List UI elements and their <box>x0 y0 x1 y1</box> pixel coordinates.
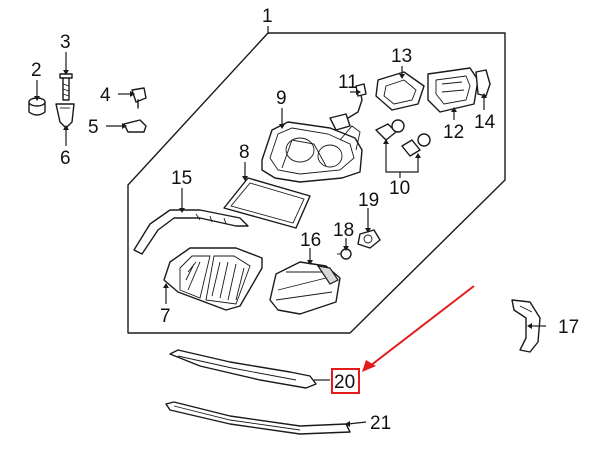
bolt-part-3 <box>59 73 73 101</box>
callout-13: 13 <box>391 46 412 67</box>
headlamp-housing-part <box>261 121 363 183</box>
callout-15: 15 <box>171 168 192 189</box>
leader-lines <box>36 26 546 425</box>
callout-8: 8 <box>239 142 250 163</box>
trim-strip-part <box>133 209 249 255</box>
callout-10: 10 <box>389 178 410 199</box>
cover-cap-part <box>375 71 425 111</box>
callout-18: 18 <box>333 220 354 241</box>
bulbs-part-10 <box>375 119 431 157</box>
callout-21: 21 <box>370 413 391 434</box>
rear-cover-part <box>427 67 479 113</box>
callout-9: 9 <box>276 88 287 109</box>
callout-17: 17 <box>558 317 579 338</box>
screw-part-4 <box>131 87 147 109</box>
callout-6: 6 <box>60 148 71 169</box>
callout-20: 20 <box>334 372 355 393</box>
callout-4: 4 <box>100 85 111 106</box>
callout-2: 2 <box>31 60 42 81</box>
highlight-callout-20: 20 <box>331 285 475 394</box>
socket-part-19 <box>357 229 381 249</box>
cap-part-2 <box>28 97 46 116</box>
headlamp-lens-part <box>163 247 263 311</box>
bracket-part-14 <box>475 69 491 97</box>
lens-gasket-part <box>223 177 311 229</box>
callout-7: 7 <box>160 306 171 327</box>
side-marker-part <box>269 261 341 315</box>
callout-5: 5 <box>88 117 99 138</box>
callout-14: 14 <box>474 112 496 133</box>
callout-19: 19 <box>358 190 379 211</box>
assembly-outline <box>127 32 506 334</box>
callout-11: 11 <box>338 72 358 93</box>
bulb-part-18 <box>337 248 352 260</box>
bracket-part-17 <box>511 299 541 353</box>
callout-16: 16 <box>300 230 321 251</box>
callout-12: 12 <box>443 122 464 143</box>
clip-nut-part-6 <box>55 103 75 129</box>
callout-3: 3 <box>60 32 71 53</box>
highlight-arrow-head <box>362 360 376 372</box>
callout-1: 1 <box>262 6 273 27</box>
trim-strip-part-21 <box>165 401 351 435</box>
callout-labels: 1 2 3 4 5 6 7 8 9 10 11 12 13 14 15 16 1… <box>31 6 579 434</box>
leader-arrowheads <box>34 70 532 427</box>
highlight-box <box>331 368 360 394</box>
clip-part-5 <box>123 119 147 133</box>
trim-strip-part-20 <box>169 349 317 389</box>
highlight-arrow-shaft <box>369 285 475 367</box>
